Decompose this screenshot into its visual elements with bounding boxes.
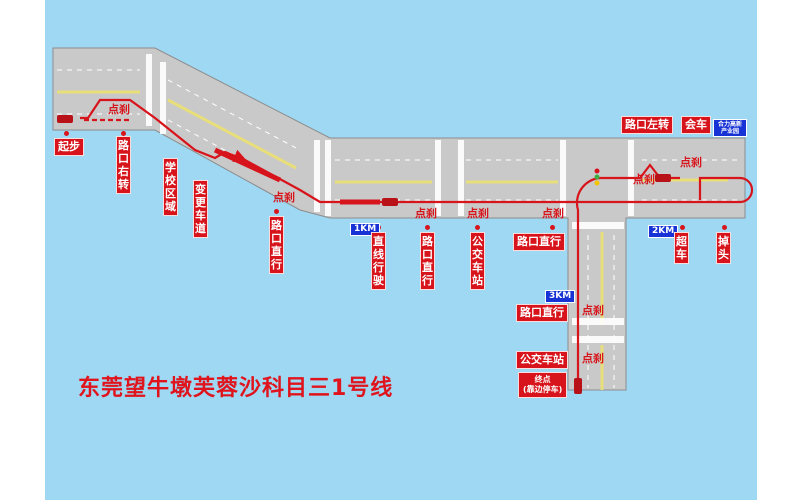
station-u-turn: 掉头 (716, 232, 731, 264)
station-straight-2: 路口直行 (420, 232, 435, 290)
brake-label: 点刹 (108, 103, 130, 116)
station-dot (550, 225, 555, 230)
station-right-turn: 路口右转 (116, 136, 131, 194)
brake-label: 点刹 (273, 191, 295, 204)
station-bus-stop-2: 公交车站 (516, 351, 568, 369)
km-marker-2: 2KM (648, 225, 679, 238)
station-dot (274, 209, 279, 214)
brake-label: 点刹 (582, 304, 604, 317)
car-icon (382, 198, 398, 206)
brake-label: 点刹 (633, 173, 655, 186)
brake-label: 点刹 (542, 207, 564, 220)
map-title: 东莞望牛墩芙蓉沙科目三1号线 (78, 376, 394, 401)
brake-label: 点刹 (467, 207, 489, 220)
car-start-icon (57, 115, 73, 123)
station-start: 起步 (54, 138, 84, 156)
km-marker-3: 3KM (545, 290, 576, 303)
station-dot (475, 225, 480, 230)
station-dot (722, 225, 727, 230)
station-dot (64, 131, 69, 136)
brake-label: 点刹 (415, 207, 437, 220)
station-dot (121, 131, 126, 136)
station-straight-4: 路口直行 (516, 304, 568, 322)
traffic-light-icon (594, 168, 600, 186)
station-overtake: 超车 (674, 232, 689, 264)
station-dot (680, 225, 685, 230)
car-end-icon (574, 378, 582, 394)
road-network (52, 47, 746, 391)
station-school-zone: 学校区域 (163, 158, 178, 216)
car-icon (655, 174, 671, 182)
station-end: 终点 (靠边停车) (518, 372, 568, 398)
brake-label: 点刹 (680, 156, 702, 169)
station-dot (425, 225, 430, 230)
station-lane-change: 变更车道 (193, 180, 208, 238)
station-meet-car: 会车 (681, 116, 711, 134)
landmark-industrial-park: 合力高新 产业园 (713, 119, 747, 137)
route-path (80, 98, 754, 380)
station-straight-3: 路口直行 (513, 233, 565, 251)
station-straight-1: 路口直行 (269, 216, 284, 274)
brake-label: 点刹 (582, 352, 604, 365)
station-straight-drive: 直线行驶 (371, 232, 386, 290)
station-left-turn: 路口左转 (621, 116, 673, 134)
station-bus-stop-1: 公交车站 (470, 232, 485, 290)
